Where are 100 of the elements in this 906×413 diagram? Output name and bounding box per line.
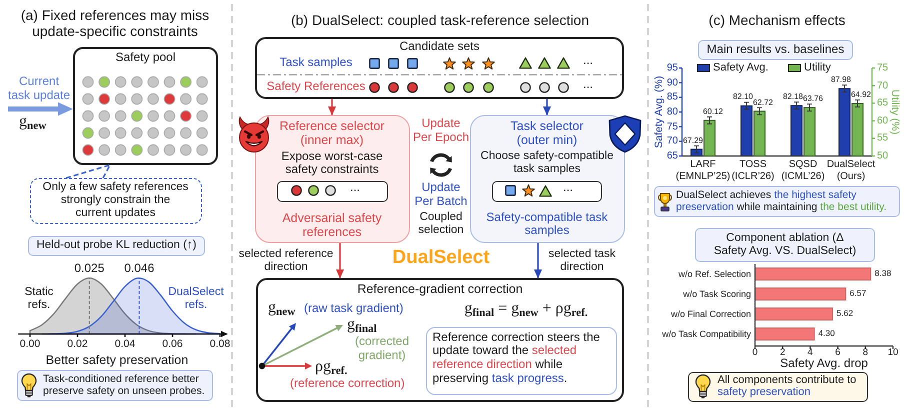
- axis-tick-label: 65: [666, 150, 678, 162]
- axis-title: Utility (%): [888, 90, 902, 134]
- bar-value-label: 82.18: [782, 92, 804, 102]
- panel-heading: Reference selector (inner max): [278, 118, 386, 148]
- axis-tick-label: 80: [666, 106, 678, 118]
- selector-panel: [255, 115, 410, 243]
- arrow: [534, 243, 542, 278]
- gradient-note: (corrected gradient): [354, 335, 410, 363]
- bar-value-label: 4.30: [818, 329, 835, 339]
- candidate-sets-box: [255, 37, 624, 99]
- panel-title: (b) DualSelect: coupled task-reference selection: [290, 12, 590, 28]
- box-title: Safety pool: [114, 51, 177, 65]
- bar-value-label: 67.29: [682, 136, 704, 145]
- math-symbol: ρg$_{ref.}$: [315, 358, 348, 376]
- note-text: Task-conditioned reference better preserve safety on unseen probes.: [43, 373, 206, 398]
- note-text: All components contribute to safety preservation: [718, 374, 858, 399]
- note-box: [17, 370, 213, 401]
- axis-tick-label: 50: [877, 150, 888, 162]
- axis-title: Safety Avg. drop: [780, 357, 868, 371]
- axis-tick-label: 8: [862, 348, 868, 358]
- selector-panel: [470, 115, 625, 243]
- bar-value-label: 87.98: [830, 74, 852, 84]
- axis-tick-label: 10: [888, 348, 898, 359]
- panel-caption: Adversarial safety references: [281, 210, 383, 240]
- box-title: Candidate sets: [398, 40, 481, 54]
- arrow: [542, 99, 552, 116]
- ellipsis: ...: [562, 181, 574, 195]
- arrow: [328, 99, 336, 116]
- update-label: Update Per Epoch: [412, 117, 470, 145]
- bar-value-label: 8.38: [874, 269, 892, 279]
- edge-label: selected reference direction: [238, 248, 334, 274]
- axis-tick-label: 2: [780, 348, 786, 358]
- axis-tick-label: 0.04: [114, 338, 136, 350]
- legend-label: Safety Avg.: [713, 62, 768, 74]
- axis-tick-label: 0.00: [20, 338, 40, 350]
- category-label: TOSS (ICLR’26): [732, 159, 774, 182]
- arrow: [336, 243, 344, 278]
- heading-box: [695, 228, 875, 262]
- bar-value-label: 62.72: [752, 98, 774, 107]
- callout-text: Only a few safety references strongly constrain the current updates: [42, 180, 189, 220]
- panel-caption: Safety-compatible task samples: [485, 210, 609, 238]
- gradient-note: (reference correction): [290, 377, 406, 391]
- bar-value-label: 82.10: [732, 92, 754, 102]
- annotation-label: 0.025: [74, 262, 104, 276]
- heading-box: [698, 40, 853, 60]
- safety-pool-box: [73, 47, 218, 165]
- series-label: DualSelect refs.: [168, 286, 224, 312]
- math-symbol: g$_{new}$: [19, 113, 48, 132]
- ellipsis: ...: [582, 78, 594, 92]
- note-box: [654, 186, 900, 217]
- bar-value-label: 6.57: [850, 289, 866, 299]
- annotation-label: 0.046: [124, 262, 154, 276]
- update-label: Update Per Batch: [414, 181, 468, 209]
- panel-title: (a) Fixed references may miss update-specific constraints: [20, 7, 210, 40]
- callout-box: [30, 178, 202, 224]
- category-label: DualSelect (Ours): [826, 159, 876, 182]
- panel-text: Expose worst-case safety constraints: [280, 150, 384, 178]
- axis-tick-label: 65: [877, 97, 888, 109]
- note-text: Reference correction steers the update toward the selected reference direction while preserving task progress.: [432, 330, 601, 386]
- category-label: w/o Task Scoring: [683, 288, 751, 300]
- arrow: [8, 102, 73, 116]
- ellipsis: ...: [582, 54, 594, 68]
- formula: g$_{final}$ = g$_{new}$ + ρg$_{ref.}$: [463, 300, 589, 318]
- heading-text: Held-out probe KL reduction (↑): [35, 239, 198, 253]
- bar-value-label: 60.12: [702, 106, 724, 116]
- panel-text: Choose safety-compatible task samples: [480, 150, 614, 176]
- correction-panel: [256, 278, 624, 402]
- axis-tick-label: 55: [877, 132, 888, 144]
- axis-tick-label: 85: [666, 92, 678, 104]
- category-label: w/o Task Compatibility: [662, 328, 751, 340]
- category-label: SQSD (ICML’26): [781, 159, 825, 182]
- math-symbol: g$_{new}$: [268, 299, 296, 318]
- heading-text: Component ablation (Δ Safety Avg. VS. DualSelect): [712, 232, 858, 258]
- row-label: Safety References: [266, 80, 366, 94]
- series-label: Static refs.: [24, 286, 54, 312]
- axis-tick-label: 0.08: [210, 338, 230, 350]
- note-box: [426, 327, 617, 395]
- axis-title: Better safety preservation: [46, 353, 188, 368]
- heading-box: [28, 236, 205, 256]
- axis-tick-label: 0: [752, 348, 758, 359]
- ellipsis: ...: [348, 181, 361, 195]
- sample-tray: [492, 180, 602, 202]
- axis-tick-label: 75: [877, 62, 888, 74]
- panel-title: (c) Mechanism effects: [708, 12, 846, 28]
- axis-tick-label: 70: [666, 136, 678, 148]
- edge-label: selected task direction: [547, 248, 617, 274]
- panel-heading: Task selector (outer min): [510, 118, 584, 148]
- caption-text: Coupled selection: [417, 211, 465, 238]
- note-box: [688, 372, 868, 402]
- axis-tick-label: 95: [666, 62, 678, 74]
- bar-value-label: 63.76: [802, 94, 824, 104]
- edge-label: Current task update: [7, 75, 71, 103]
- callout-pointer: [65, 164, 111, 179]
- row-label: Task samples: [278, 56, 354, 70]
- category-label: LARF (EMNLP’25): [676, 159, 730, 182]
- bar-value-label: 64.92: [850, 90, 872, 99]
- axis-tick-label: 6: [835, 348, 840, 358]
- axis-title: Safety Avg. (%): [652, 76, 666, 148]
- axis-tick-label: 4: [808, 348, 813, 358]
- heading-text: Main results vs. baselines: [706, 43, 846, 57]
